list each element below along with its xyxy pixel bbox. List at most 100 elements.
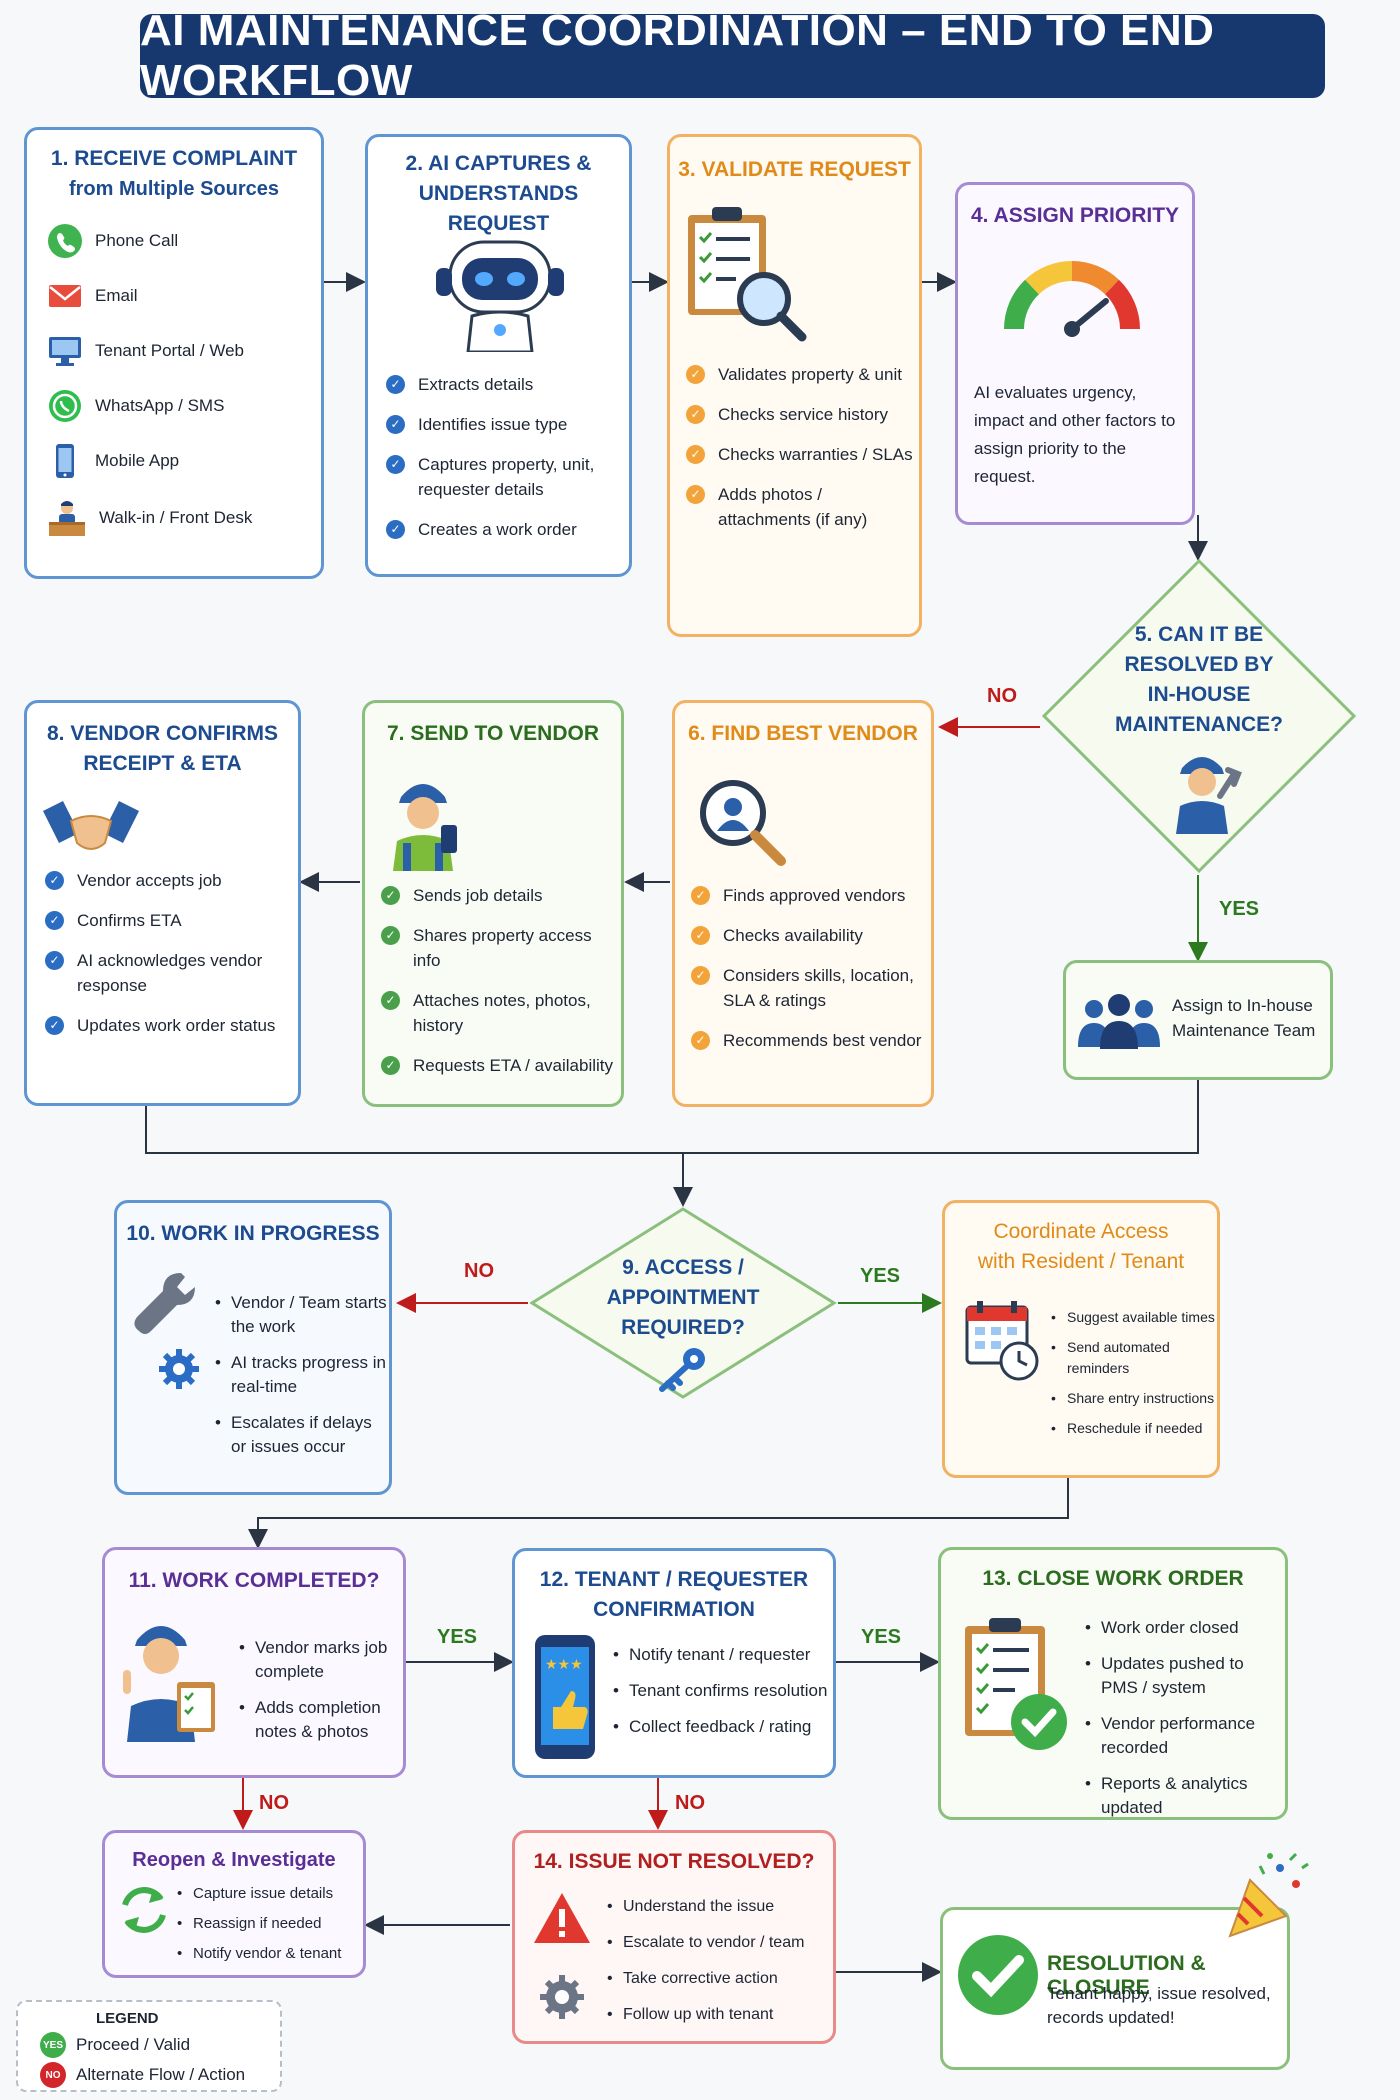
step11-card: 11. WORK COMPLETED? Vendor marks job com… [102, 1547, 406, 1778]
item-text: Recommends best vendor [723, 1031, 922, 1050]
step5-line: IN-HOUSE [1147, 683, 1251, 706]
list-item: Reschedule if needed [1049, 1418, 1217, 1439]
step3-card: 3. VALIDATE REQUEST ✓ Validates property … [667, 134, 922, 637]
item-text: Checks service history [718, 405, 889, 424]
step5-decision [1041, 558, 1357, 874]
access-list: Suggest available times Send automated r… [1049, 1307, 1217, 1448]
step12-title: 12. TENANT / REQUESTER [539, 1568, 809, 1591]
team-icon [1078, 994, 1160, 1049]
front-desk-icon [49, 501, 85, 536]
list-item: ✓ Attaches notes, photos, history [381, 988, 617, 1038]
step3-title: 3. VALIDATE REQUEST [678, 158, 911, 181]
step1-subtitle: from Multiple Sources [68, 178, 280, 200]
list-item: Collect feedback / rating [611, 1715, 835, 1739]
priority-gauge-icon [1004, 261, 1140, 337]
technician-icon [1176, 757, 1242, 834]
step9-no-label: NO [464, 1260, 494, 1282]
check-icon: ✓ [381, 991, 400, 1010]
list-item: Vendor performance recorded [1083, 1712, 1283, 1760]
list-item: ✓Identifies issue type [386, 412, 626, 437]
check-icon: ✓ [45, 1016, 64, 1035]
wrench-gear-icon [134, 1273, 199, 1389]
legend-yes-label: Proceed / Valid [76, 2035, 191, 2054]
step3-list: ✓Validates property & unit ✓Checks servi… [686, 362, 916, 547]
step7-title: 7. SEND TO VENDOR [387, 722, 599, 745]
list-item: Notify tenant / requester [611, 1643, 835, 1667]
step9-yes-label: YES [860, 1265, 901, 1287]
step5-yes-label: YES [1219, 898, 1260, 920]
check-icon: ✓ [691, 966, 710, 985]
list-item: ✓Recommends best vendor [691, 1028, 927, 1053]
list-item: ✓Requests ETA / availability [381, 1053, 617, 1078]
calendar-clock-icon [965, 1301, 1039, 1381]
feedback-phone-icon: ★★★ [535, 1635, 595, 1759]
access-subtitle: with Resident / Tenant [977, 1250, 1185, 1273]
list-item: Understand the issue [605, 1895, 833, 1919]
handshake-icon [43, 801, 139, 850]
step12-yes-label: YES [861, 1626, 902, 1648]
key-icon [659, 1348, 705, 1392]
list-item: ✓Captures property, unit, requester deta… [386, 452, 626, 502]
step8-title: 8. VENDOR CONFIRMS [46, 722, 279, 745]
item-text: Extracts details [418, 375, 534, 394]
item-text: Finds approved vendors [723, 886, 906, 905]
list-item: Follow up with tenant [605, 2003, 833, 2027]
check-icon: ✓ [381, 926, 400, 945]
list-item: ✓Shares property access info [381, 923, 617, 973]
page-title: AI MAINTENANCE COORDINATION – END TO END… [140, 6, 1325, 105]
success-check-icon [958, 1935, 1038, 2015]
step5-no-label: NO [987, 685, 1017, 707]
step7-list: ✓Sends job details ✓Shares property acce… [381, 883, 617, 1093]
warning-gear-icon [534, 1893, 590, 2019]
item-text: Validates property & unit [718, 365, 902, 384]
list-item: Escalate to vendor / team [605, 1931, 833, 1955]
step5-line: 5. CAN IT BE [1134, 623, 1264, 646]
source-label: Tenant Portal / Web [95, 341, 244, 360]
step1-title: 1. RECEIVE COMPLAINT [50, 147, 298, 170]
item-text: Checks warranties / SLAs [718, 445, 913, 464]
source-label: Walk-in / Front Desk [99, 508, 253, 527]
step2-subtitle: UNDERSTANDS REQUEST [418, 182, 579, 235]
step4-title: 4. ASSIGN PRIORITY [970, 204, 1180, 227]
step4-text: AI evaluates urgency, impact and other f… [974, 383, 1176, 486]
list-item: ✓Checks service history [686, 402, 916, 427]
list-item: Share entry instructions [1049, 1388, 1217, 1409]
whatsapp-icon [49, 390, 81, 422]
list-item: Take corrective action [605, 1967, 833, 1991]
step2-list: ✓Extracts details ✓Identifies issue type… [386, 372, 626, 557]
legend: LEGEND YES Proceed / Valid NO Alternate … [16, 2000, 282, 2092]
step14-list: Understand the issue Escalate to vendor … [605, 1895, 833, 2039]
check-icon: ✓ [686, 365, 705, 384]
reopen-card: Reopen & Investigate Capture issue detai… [102, 1830, 366, 1978]
worker-checklist-icon [123, 1626, 215, 1742]
clipboard-complete-icon [965, 1618, 1067, 1750]
item-text: Updates work order status [77, 1016, 276, 1035]
list-item: ✓ Validates property & unit [686, 362, 916, 387]
item-text: Checks availability [723, 926, 863, 945]
inhouse-line: Assign to In-house [1172, 996, 1313, 1015]
inhouse-text: Assign to In-house Maintenance Team [1172, 993, 1315, 1043]
robot-icon [436, 240, 564, 352]
item-text: Creates a work order [418, 520, 577, 539]
step9-line: 9. ACCESS / [622, 1256, 744, 1279]
step13-card: 13. CLOSE WORK ORDER Work order closed U… [938, 1547, 1288, 1820]
item-text: Confirms ETA [77, 911, 182, 930]
list-item: Updates pushed to PMS / system [1083, 1652, 1283, 1700]
list-item: Escalates if delays or issues occur [213, 1411, 388, 1459]
list-item: Vendor marks job complete [237, 1636, 405, 1684]
step5-line: RESOLVED BY [1124, 653, 1274, 676]
list-item: Tenant confirms resolution [611, 1679, 835, 1703]
list-item: ✓Creates a work order [386, 517, 626, 542]
list-item: ✓Adds photos / attachments (if any) [686, 482, 916, 532]
item-text: Attaches notes, photos, history [413, 991, 591, 1035]
list-item: AI tracks progress in real-time [213, 1351, 388, 1399]
step14-title: 14. ISSUE NOT RESOLVED? [533, 1850, 815, 1873]
source-walkin: Walk-in / Front Desk [47, 498, 252, 538]
step10-list: Vendor / Team starts the work AI tracks … [213, 1291, 388, 1471]
check-icon: ✓ [45, 871, 64, 890]
check-icon: ✓ [686, 445, 705, 464]
step9-line: REQUIRED? [621, 1316, 745, 1339]
list-item: ✓Extracts details [386, 372, 626, 397]
item-text: Adds photos / attachments (if any) [718, 485, 868, 529]
step12-subtitle: CONFIRMATION [593, 1598, 755, 1621]
